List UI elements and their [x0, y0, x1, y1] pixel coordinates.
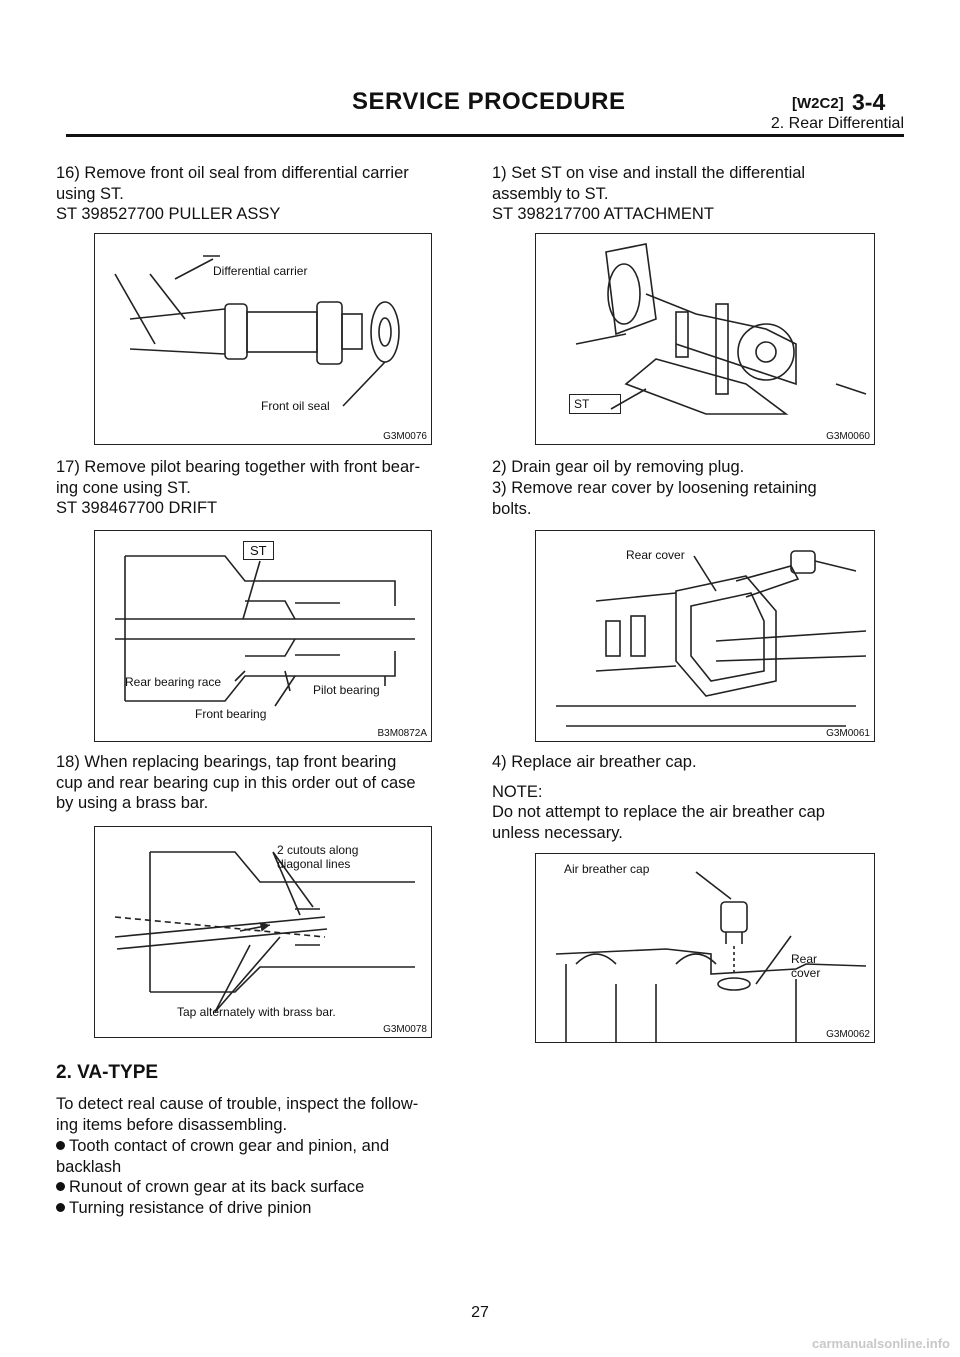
step-18-text: 18) When replacing bearings, tap front b…	[56, 753, 416, 812]
label-rear-cover: Rear cover	[626, 548, 685, 562]
step-2-text: 2) Drain gear oil by removing plug.	[492, 458, 745, 476]
figure-b3m0872a: ST Rear bearing race Pilot bearing Front…	[94, 530, 432, 742]
section-heading-va-type: 2. VA-TYPE	[56, 1062, 159, 1083]
note-label: NOTE:	[492, 783, 543, 801]
section-subtitle: 2. Rear Differential	[770, 115, 904, 132]
label-st: ST	[569, 394, 621, 414]
va-intro-text: To detect real cause of trouble, inspect…	[56, 1095, 419, 1134]
drift-diagram	[115, 555, 415, 707]
air-breather-diagram	[555, 871, 867, 1042]
brass-bar-diagram	[114, 851, 415, 1013]
list-item: Tooth contact of crown gear and pinion, …	[56, 1137, 390, 1176]
page-header-title: SERVICE PROCEDURE	[352, 88, 626, 115]
label-pilot-bearing: Pilot bearing	[313, 683, 380, 697]
label-rear-1: Rear	[791, 952, 818, 966]
puller-diagram	[114, 255, 400, 407]
figure-id: G3M0076	[383, 431, 427, 442]
label-front-bearing: Front bearing	[195, 707, 267, 721]
figure-id: B3M0872A	[377, 728, 427, 739]
label-cutouts-1: 2 cutouts along	[277, 843, 359, 857]
list-item: Runout of crown gear at its back surface	[56, 1177, 460, 1198]
label-tap-alternately: Tap alternately with brass bar.	[177, 1005, 336, 1019]
attachment-diagram	[575, 243, 867, 415]
label-cutouts-2: diagonal lines	[277, 857, 351, 871]
figure-g3m0061: Rear cover G3M0061	[535, 530, 875, 742]
inspection-list: Tooth contact of crown gear and pinion, …	[56, 1136, 460, 1218]
figure-id: G3M0060	[826, 431, 870, 442]
label-rear-2: cover	[791, 966, 821, 980]
page-number: 27	[471, 1304, 489, 1321]
rear-cover-diagram	[556, 550, 867, 727]
step-3-text: 3) Remove rear cover by loosening retain…	[492, 479, 817, 518]
label-front-oil-seal: Front oil seal	[261, 399, 330, 413]
bullet-icon	[56, 1141, 65, 1150]
section-code: [W2C2]	[792, 95, 844, 112]
step-1-text: 1) Set ST on vise and install the differ…	[492, 164, 806, 223]
figure-g3m0062: Air breather cap Rear cover G3M0062	[535, 853, 875, 1043]
section-number: 3-4	[852, 89, 886, 115]
list-item: Turning resistance of drive pinion	[56, 1198, 460, 1219]
figure-id: G3M0062	[826, 1029, 870, 1040]
figure-id: G3M0061	[826, 728, 870, 739]
bullet-icon	[56, 1182, 65, 1191]
label-differential-carrier: Differential carrier	[213, 264, 308, 278]
figure-g3m0076: Differential carrier Front oil seal G3M0…	[94, 233, 432, 445]
figure-g3m0060: ST G3M0060	[535, 233, 875, 445]
step-17-text: 17) Remove pilot bearing together with f…	[56, 458, 421, 517]
label-rear-bearing-race: Rear bearing race	[125, 675, 222, 689]
label-st: ST	[243, 541, 274, 560]
figure-g3m0078: 2 cutouts along diagonal lines Tap alter…	[94, 826, 432, 1038]
step-4-text: 4) Replace air breather cap.	[492, 753, 697, 771]
header-rule	[66, 134, 904, 137]
bullet-icon	[56, 1202, 65, 1212]
note-text: Do not attempt to replace the air breath…	[492, 803, 825, 842]
step-16-text: 16) Remove front oil seal from different…	[56, 164, 409, 223]
footer-watermark: carmanualsonline.info	[812, 1336, 950, 1351]
label-air-breather-cap: Air breather cap	[564, 862, 650, 876]
figure-id: G3M0078	[383, 1024, 427, 1035]
